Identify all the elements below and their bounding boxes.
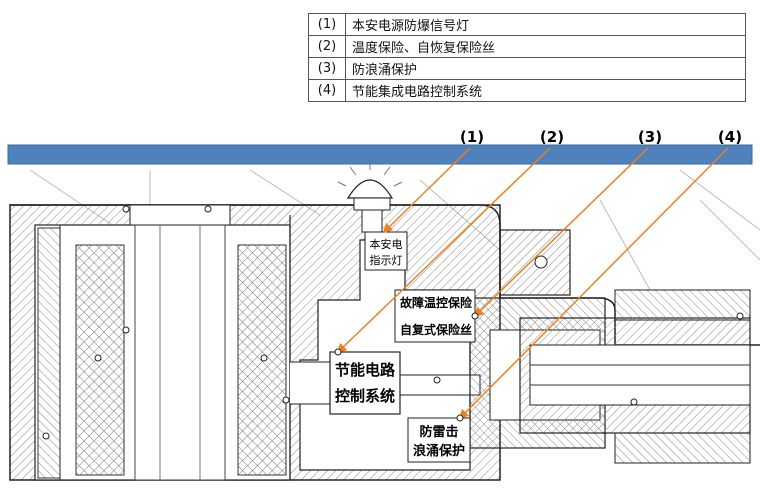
legend-num: (3)	[308, 57, 346, 80]
legend-row: (4) 节能集成电路控制系统	[308, 79, 746, 102]
indicator-box: 本安电 指示灯	[364, 231, 408, 271]
callout-3: (3)	[638, 128, 662, 146]
legend-num: (1)	[308, 13, 346, 36]
side-fitting	[469, 229, 751, 464]
legend-table: (1) 本安电源防爆信号灯 (2) 温度保险、自恢复保险丝 (3) 防浪涌保护 …	[308, 13, 746, 102]
fuse-label-1: 故障温控保险	[400, 295, 473, 310]
circuit-label-1: 节能电路	[335, 361, 396, 379]
arrow-2	[336, 147, 551, 354]
surge-label-1: 防雷击	[419, 424, 458, 440]
circuit-box: 节能电路 控制系统	[329, 351, 401, 415]
callout-4: (4)	[718, 128, 742, 146]
indicator-label-2: 指示灯	[370, 253, 403, 267]
legend-text: 节能集成电路控制系统	[345, 79, 746, 102]
callout-2: (2)	[540, 128, 564, 146]
signal-lamp	[337, 160, 403, 233]
surge-label-2: 浪涌保护	[413, 443, 465, 459]
indicator-label-1: 本安电	[370, 237, 403, 251]
housing	[9, 204, 760, 481]
legend-num: (4)	[308, 79, 346, 102]
surge-box: 防雷击 浪涌保护	[407, 417, 471, 463]
callout-1: (1)	[460, 128, 484, 146]
arrow-1	[382, 147, 471, 234]
legend-row: (2) 温度保险、自恢复保险丝	[308, 35, 746, 58]
arrow-4	[458, 147, 729, 420]
circuit-label-2: 控制系统	[335, 387, 395, 405]
arrow-3	[473, 147, 649, 318]
mounting-bar	[7, 144, 753, 165]
fuse-box: 故障温控保险 自复式保险丝	[394, 289, 476, 343]
fuse-label-2: 自复式保险丝	[400, 322, 472, 337]
callout-arrows	[336, 147, 729, 420]
terminal-dots	[334, 312, 479, 422]
